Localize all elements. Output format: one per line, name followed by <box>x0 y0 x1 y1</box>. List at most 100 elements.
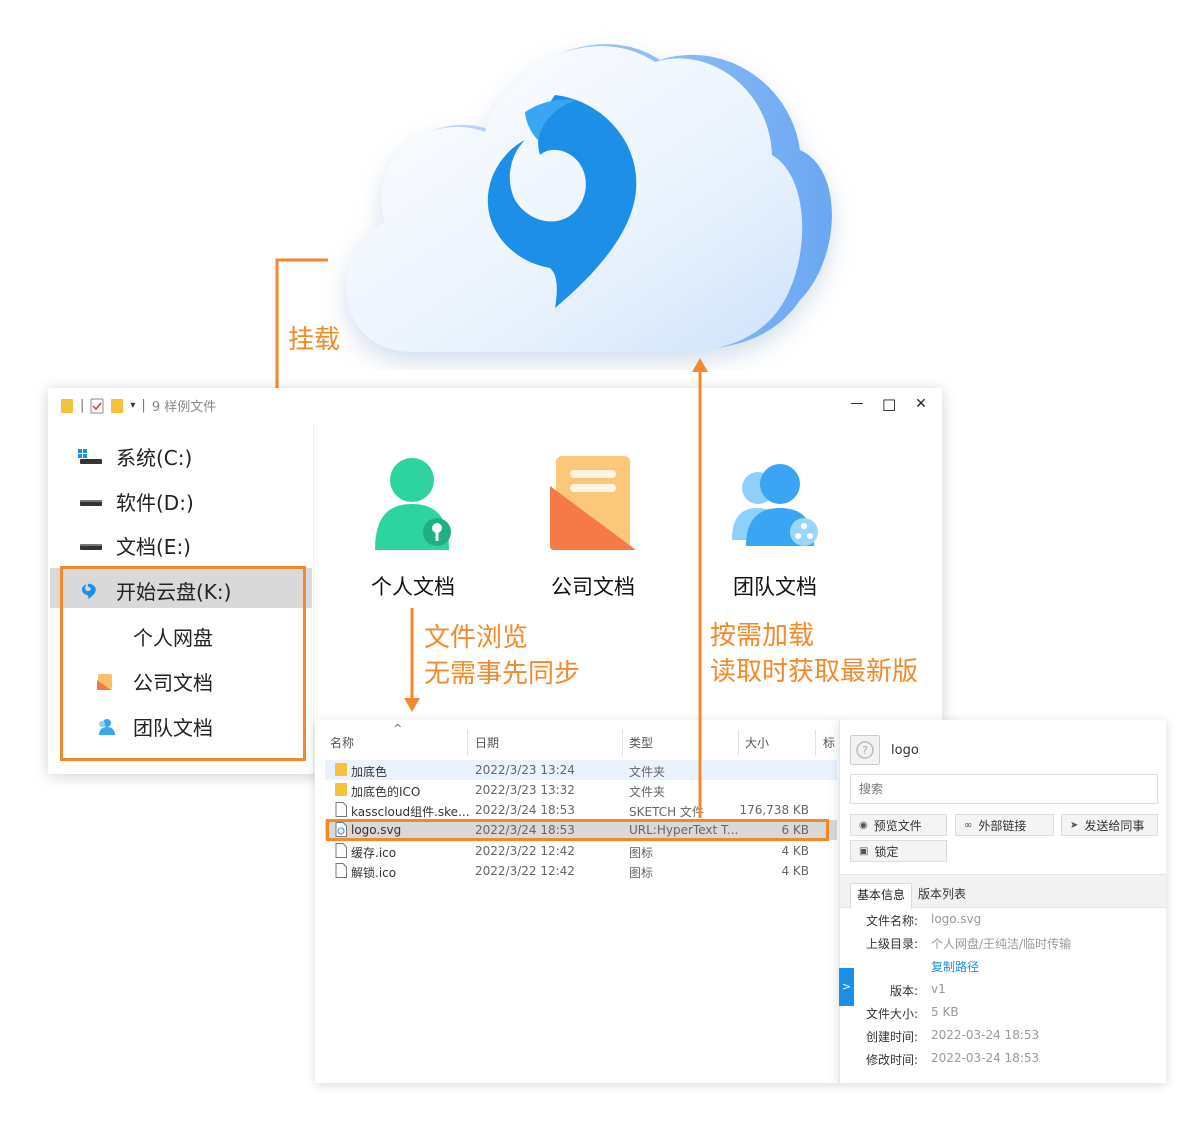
info-label: 版本: <box>889 984 918 998</box>
sidebar-item-company-docs[interactable]: 公司文档 <box>95 667 213 696</box>
ondemand-label-2: 读取时获取最新版 <box>710 657 919 687</box>
file-row-selected[interactable]: logo.svg 2022/3/24 18:53 URL:HyperText T… <box>325 820 837 840</box>
personal-doc-icon <box>375 458 451 550</box>
file-row[interactable]: 加底色 2022/3/23 13:24 文件夹 <box>325 760 837 780</box>
title-bar: | ▾ | 9 样例文件 — ☐ ✕ <box>48 388 942 424</box>
lock-button[interactable]: ▣锁定 <box>850 840 947 862</box>
send-icon: ➤ <box>1070 819 1079 831</box>
lock-icon: ▣ <box>859 845 869 857</box>
browse-label-2: 无需事先同步 <box>424 659 581 689</box>
file-detail-panel: ? logo ◉预览文件 ∞外部链接 ➤发送给同事 ▣锁定 基本信息 版本列表 … <box>839 720 1166 1083</box>
external-link-button[interactable]: ∞外部链接 <box>955 814 1054 836</box>
file-icon <box>335 863 347 878</box>
team-folder-icon <box>99 718 115 735</box>
folder-team-docs[interactable]: 团队文档 <box>726 454 824 601</box>
info-label: 文件名称: <box>865 914 918 928</box>
column-date[interactable]: 日期 <box>475 736 500 750</box>
column-name[interactable]: 名称 <box>330 736 355 750</box>
file-list-panel: 名称 ^ 日期 类型 大小 标 加底色 2022/3/23 13:24 文件夹 … <box>315 720 839 1083</box>
tab-bar: 基本信息 版本列表 <box>840 874 1166 909</box>
title-separator: | <box>80 398 85 413</box>
column-tag[interactable]: 标 <box>823 736 836 750</box>
close-button[interactable]: ✕ <box>915 396 927 412</box>
info-value: logo.svg <box>931 912 982 926</box>
column-type[interactable]: 类型 <box>629 736 654 750</box>
sort-up-icon: ^ <box>393 722 403 735</box>
ondemand-arrow <box>692 358 708 818</box>
svg-text:?: ? <box>862 744 868 757</box>
info-value: v1 <box>931 982 946 996</box>
sidebar-item-d-drive[interactable]: 软件(D:) <box>78 487 194 516</box>
navigation-pane: 系统(C:) 软件(D:) 文档(E:) 开始云盘(K:) 个人网盘 公司文档 … <box>48 424 314 774</box>
sidebar-item-label: 公司文档 <box>133 671 213 695</box>
company-doc-icon <box>550 456 636 550</box>
mount-label: 挂载 <box>288 325 341 355</box>
unknown-file-icon: ? <box>850 735 880 765</box>
sidebar-item-label: 文档(E:) <box>116 535 191 559</box>
windows-drive-icon <box>78 448 102 464</box>
sidebar-item-personal-disk[interactable]: 个人网盘 <box>133 622 213 651</box>
browse-arrow <box>404 608 420 712</box>
info-value: 5 KB <box>931 1005 959 1019</box>
file-icon <box>335 843 347 858</box>
title-separator: | <box>141 398 146 413</box>
team-doc-icon <box>732 464 818 546</box>
maximize-button[interactable]: ☐ <box>882 396 897 415</box>
cloud-drive-icon <box>82 583 96 599</box>
folder-label: 团队文档 <box>733 575 817 599</box>
customize-toolbar-icon[interactable]: ▾ <box>130 400 136 411</box>
info-label: 创建时间: <box>865 1030 918 1044</box>
company-folder-icon <box>97 673 112 690</box>
search-input[interactable] <box>850 774 1158 804</box>
info-value: 个人网盘/王纯洁/临时传输 <box>931 937 1072 951</box>
minimize-button[interactable]: — <box>850 396 864 411</box>
sidebar-item-label: 系统(C:) <box>116 446 193 470</box>
sidebar-item-label: 开始云盘(K:) <box>116 580 232 604</box>
sidebar-item-label: 个人网盘 <box>133 626 213 650</box>
folder-icon <box>335 783 347 796</box>
sidebar-item-label: 软件(D:) <box>116 491 194 515</box>
file-icon <box>335 802 347 817</box>
file-row[interactable]: kasscloud组件.ske... 2022/3/24 18:53 SKETC… <box>325 800 837 820</box>
info-value: 2022-03-24 18:53 <box>931 1051 1040 1065</box>
file-row[interactable]: 加底色的ICO 2022/3/23 13:32 文件夹 <box>325 780 837 800</box>
tab-version-list[interactable]: 版本列表 <box>918 887 967 901</box>
cloud-logo-illustration <box>346 44 832 352</box>
sidebar-item-team-docs[interactable]: 团队文档 <box>95 712 213 741</box>
file-row[interactable]: 解锁.ico 2022/3/22 12:42 图标 4 KB <box>325 861 837 881</box>
file-title: logo <box>891 743 919 758</box>
drive-icon <box>80 543 102 550</box>
highlight-box <box>60 566 306 761</box>
highlight-box <box>326 819 829 841</box>
eye-icon: ◉ <box>859 819 868 831</box>
folder-icon[interactable] <box>60 397 74 415</box>
drive-icon <box>80 499 102 506</box>
collapse-panel-button[interactable]: > <box>839 968 854 1006</box>
folder-view: 个人文档 公司文档 团队文档 <box>314 424 942 774</box>
sidebar-item-c-drive[interactable]: 系统(C:) <box>78 442 192 471</box>
column-size[interactable]: 大小 <box>745 736 770 750</box>
folder-label: 公司文档 <box>551 575 635 599</box>
new-folder-icon[interactable] <box>110 397 124 415</box>
file-explorer-window: | ▾ | 9 样例文件 — ☐ ✕ 系统(C:) 软件(D:) 文档(E:) <box>48 388 942 774</box>
info-label: 修改时间: <box>865 1053 918 1067</box>
folder-label: 个人文档 <box>371 575 455 599</box>
info-label: 上级目录: <box>865 937 918 951</box>
folder-company-docs[interactable]: 公司文档 <box>544 454 642 601</box>
properties-icon[interactable] <box>90 397 104 415</box>
send-to-colleague-button[interactable]: ➤发送给同事 <box>1061 814 1158 836</box>
sidebar-item-k-drive[interactable]: 开始云盘(K:) <box>78 576 231 605</box>
window-title: 9 样例文件 <box>151 400 217 415</box>
file-list-header: 名称 ^ 日期 类型 大小 标 <box>315 720 839 760</box>
file-row[interactable]: 缓存.ico 2022/3/22 12:42 图标 4 KB <box>325 841 837 861</box>
link-icon: ∞ <box>964 819 973 831</box>
preview-button[interactable]: ◉预览文件 <box>850 814 947 836</box>
folder-personal-docs[interactable]: 个人文档 <box>364 454 462 601</box>
quick-access-toolbar: | ▾ | 9 样例文件 <box>60 396 216 415</box>
ondemand-label-1: 按需加载 <box>710 621 815 651</box>
info-label: 文件大小: <box>865 1007 918 1021</box>
sidebar-item-e-drive[interactable]: 文档(E:) <box>78 531 191 560</box>
tab-basic-info[interactable]: 基本信息 <box>850 883 912 909</box>
sidebar-item-label: 团队文档 <box>133 716 213 740</box>
copy-path-link[interactable]: 复制路径 <box>931 960 980 974</box>
